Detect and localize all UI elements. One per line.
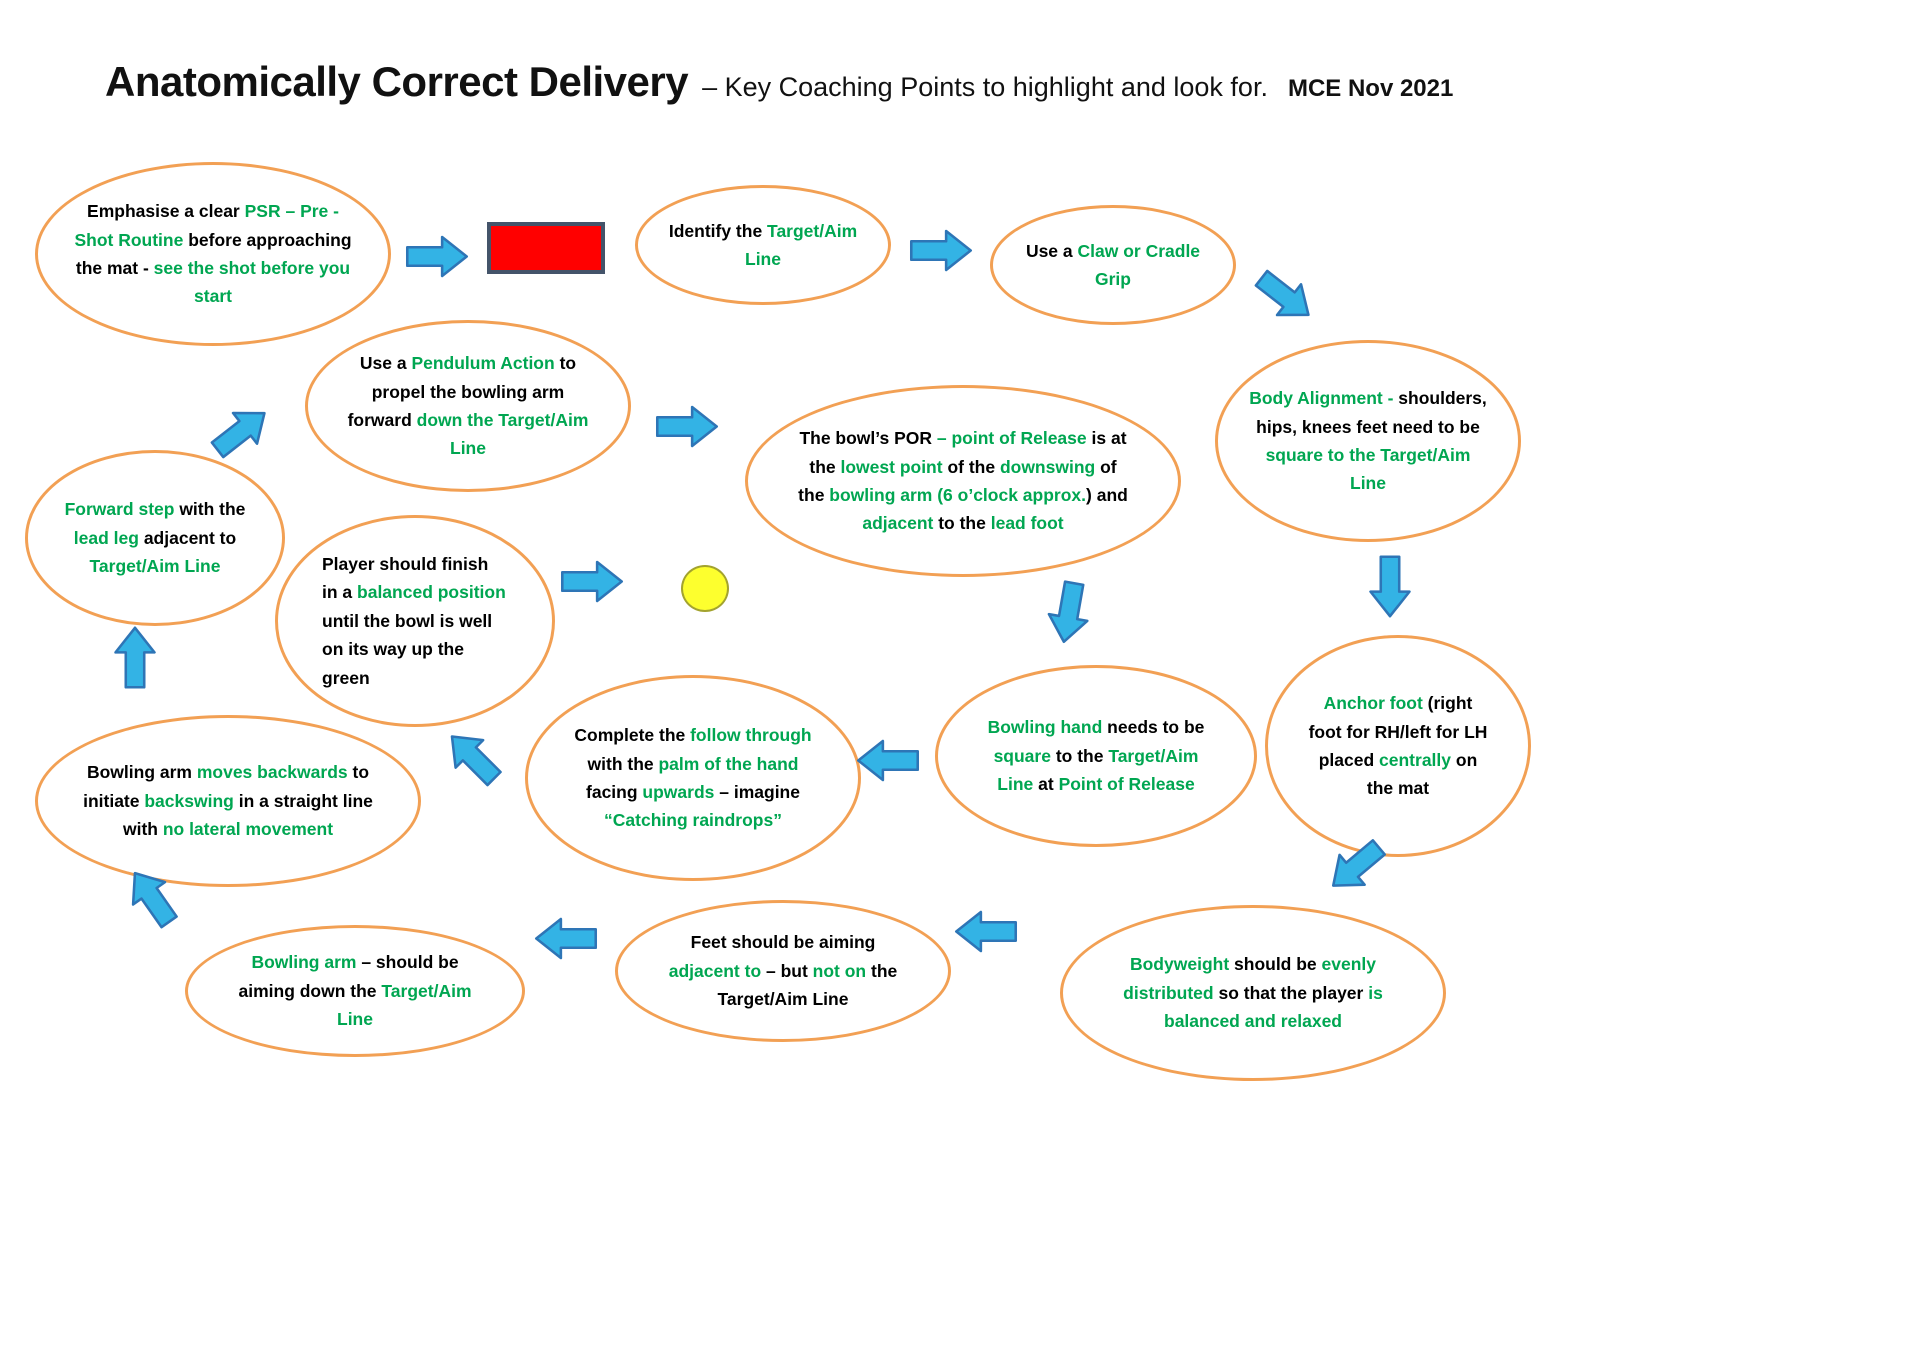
jack-shape xyxy=(681,565,729,612)
node-bowling-arm-aim-text: Bowling arm – should be aiming down the … xyxy=(238,952,472,1030)
arrow-follow-through-to-finish xyxy=(436,721,510,794)
node-bodyweight: Bodyweight should be evenly distributed … xyxy=(1060,905,1446,1081)
node-grip-text: Use a Claw or Cradle Grip xyxy=(1025,240,1201,289)
node-feet-aim-text: Feet should be aiming adjacent to – but … xyxy=(668,932,898,1010)
node-pre-shot-routine: Emphasise a clear PSR – Pre -Shot Routin… xyxy=(35,162,391,346)
node-backswing-text: Bowling arm moves backwards to initiate … xyxy=(83,762,373,840)
node-pre-shot-routine-text: Emphasise a clear PSR – Pre -Shot Routin… xyxy=(74,201,352,307)
node-follow-through-text: Complete the follow through with the pal… xyxy=(574,725,812,831)
node-balanced-finish: Player should finish in a balanced posit… xyxy=(275,515,555,727)
title-subtitle: – Key Coaching Points to highlight and l… xyxy=(702,72,1268,102)
node-identify-target: Identify the Target/Aim Line xyxy=(635,185,891,305)
arrow-feet-to-aim-arm xyxy=(534,917,598,960)
node-forward-step-text: Forward step with the lead leg adjacent … xyxy=(64,499,246,577)
arrow-bodyweight-to-feet xyxy=(954,910,1018,953)
node-feet-aim: Feet should be aiming adjacent to – but … xyxy=(615,900,951,1042)
node-grip: Use a Claw or Cradle Grip xyxy=(990,205,1236,325)
arrow-body-alignment-to-anchor-foot xyxy=(1369,555,1411,618)
node-pendulum-action-text: Use a Pendulum Action to propel the bowl… xyxy=(347,353,589,459)
arrow-por-to-bowling-hand xyxy=(1043,578,1095,647)
node-follow-through: Complete the follow through with the pal… xyxy=(525,675,861,881)
arrow-bowling-hand-to-follow-through xyxy=(856,739,920,782)
node-bodyweight-text: Bodyweight should be evenly distributed … xyxy=(1123,954,1383,1032)
node-bowling-hand-square-text: Bowling hand needs to be square to the T… xyxy=(987,717,1205,795)
node-forward-step: Forward step with the lead leg adjacent … xyxy=(25,450,285,626)
arrow-identify-to-grip xyxy=(909,229,973,272)
node-body-alignment-text: Body Alignment - shoulders, hips, knees … xyxy=(1249,388,1487,494)
node-anchor-foot-text: Anchor foot (right foot for RH/left for … xyxy=(1308,693,1488,799)
node-identify-target-text: Identify the Target/Aim Line xyxy=(668,220,858,269)
page-title: Anatomically Correct Delivery – Key Coac… xyxy=(105,58,1453,106)
node-balanced-finish-text: Player should finish in a balanced posit… xyxy=(322,554,506,688)
node-anchor-foot: Anchor foot (right foot for RH/left for … xyxy=(1265,635,1531,857)
node-bowling-hand-square: Bowling hand needs to be square to the T… xyxy=(935,665,1257,847)
arrow-pendulum-to-por xyxy=(655,405,719,448)
node-point-of-release: The bowl’s POR – point of Release is at … xyxy=(745,385,1181,577)
arrow-backswing-to-forward-step xyxy=(114,626,156,689)
node-backswing: Bowling arm moves backwards to initiate … xyxy=(35,715,421,887)
node-point-of-release-text: The bowl’s POR – point of Release is at … xyxy=(798,428,1128,534)
node-body-alignment: Body Alignment - shoulders, hips, knees … xyxy=(1215,340,1521,542)
arrow-grip-to-body-alignment xyxy=(1248,261,1322,332)
node-bowling-arm-aim: Bowling arm – should be aiming down the … xyxy=(185,925,525,1057)
delivery-mat-shape xyxy=(487,222,605,274)
node-pendulum-action: Use a Pendulum Action to propel the bowl… xyxy=(305,320,631,492)
arrow-finish-to-jack xyxy=(560,560,624,603)
title-main: Anatomically Correct Delivery xyxy=(105,58,689,105)
arrow-psr-to-mat xyxy=(405,235,469,278)
title-date: MCE Nov 2021 xyxy=(1287,75,1454,102)
arrow-forward-step-to-pendulum xyxy=(204,396,278,467)
